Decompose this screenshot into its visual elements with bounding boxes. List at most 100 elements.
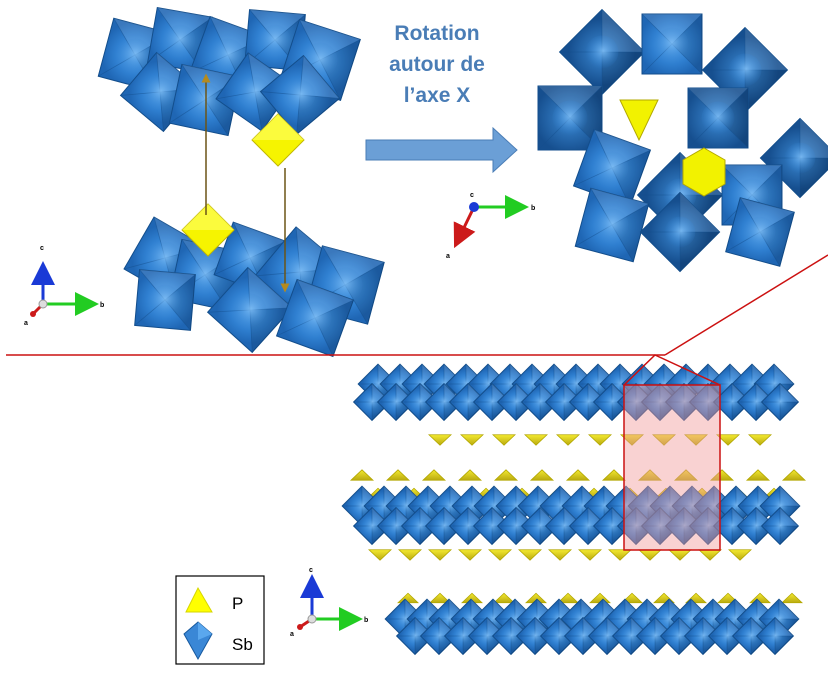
- p-tetrahedron: [588, 592, 612, 604]
- sb-octahedron: [496, 506, 536, 546]
- sb-octahedron: [731, 616, 771, 656]
- sb-octahedron: [755, 616, 795, 656]
- p-tetrahedron: [587, 434, 613, 446]
- p-tetrahedron: [577, 549, 603, 561]
- sb-octahedron: [558, 8, 646, 96]
- p-tetrahedron: [748, 592, 772, 604]
- p-tetrahedron: [780, 592, 804, 604]
- sb-octahedron: [134, 269, 196, 331]
- p-tetrahedron: [697, 549, 723, 561]
- top-right-structure: [537, 8, 828, 273]
- p-tetrahedron: [673, 469, 699, 481]
- p-tetrahedron: [491, 434, 517, 446]
- sb-octahedron: [568, 506, 608, 546]
- legend-item-sb: Sb: [183, 621, 253, 661]
- p-tetrahedron: [565, 469, 591, 481]
- sb-octahedron: [544, 506, 584, 546]
- axis-triad-top-right: b a c: [446, 192, 535, 260]
- p-tetrahedron: [601, 469, 627, 481]
- p-tetrahedron: [716, 592, 740, 604]
- axis-label-z: c: [470, 192, 474, 199]
- zoom-line: [664, 254, 828, 356]
- p-tetrahedron: [397, 549, 423, 561]
- p-tetrahedron: [492, 592, 516, 604]
- sb-octahedron: [616, 382, 656, 422]
- axis-triad-top-left: b c a: [24, 245, 104, 327]
- p-tetrahedron: [547, 549, 573, 561]
- p-tetrahedron: [607, 549, 633, 561]
- sb-octahedron: [495, 485, 537, 527]
- p-tetrahedron: [523, 434, 549, 446]
- p-tetrahedron: [385, 469, 411, 481]
- top-left-structure: [97, 6, 385, 358]
- sb-octahedron: [587, 616, 627, 656]
- sb-octahedron: [419, 616, 459, 656]
- axis-label-y: a: [446, 253, 450, 260]
- p-tetrahedron: [781, 469, 807, 481]
- triangle-icon: [185, 586, 213, 613]
- sb-octahedron: [568, 382, 608, 422]
- p-tetrahedron: [517, 549, 543, 561]
- sb-octahedron: [639, 191, 721, 273]
- p-tetrahedron: [487, 549, 513, 561]
- p-tetrahedron: [619, 434, 645, 446]
- axis-label-x: b: [531, 205, 535, 212]
- p-tetrahedron: [747, 434, 773, 446]
- sb-octahedron: [707, 616, 747, 656]
- p-tetrahedron: [349, 469, 375, 481]
- p-tetrahedron: [457, 469, 483, 481]
- bottom-structure: [341, 363, 807, 656]
- legend-label-p: P: [232, 594, 243, 613]
- sb-octahedron: [664, 506, 704, 546]
- sb-octahedron: [592, 506, 632, 546]
- sb-octahedron: [472, 506, 512, 546]
- rotation-arrow-icon: [365, 126, 518, 174]
- axis-label-z: a: [24, 320, 28, 327]
- p-tetrahedron: [745, 469, 771, 481]
- p-tetrahedron: [555, 434, 581, 446]
- sb-octahedron: [259, 54, 341, 136]
- sb-octahedron: [616, 506, 656, 546]
- sb-octahedron: [424, 506, 464, 546]
- p-tetrahedron: [427, 549, 453, 561]
- p-tetrahedron: [715, 434, 741, 446]
- sb-octahedron: [725, 197, 795, 267]
- p-tetrahedron: [620, 592, 644, 604]
- sb-octahedron: [448, 382, 488, 422]
- p-tetrahedron: [709, 469, 735, 481]
- p-tetrahedron: [459, 434, 485, 446]
- p-tetrahedron: [651, 434, 677, 446]
- caption-line-2: autour de: [389, 53, 485, 76]
- p-tetrahedron: [421, 469, 447, 481]
- p-tetrahedron: [727, 549, 753, 561]
- p-tetrahedron: [667, 549, 693, 561]
- sb-octahedron: [563, 616, 603, 656]
- p-tetrahedron: [428, 592, 452, 604]
- axis-label-z: a: [290, 631, 294, 638]
- sb-octahedron: [688, 382, 728, 422]
- sb-octahedron: [687, 87, 749, 149]
- p-tetrahedron: [493, 469, 519, 481]
- sb-octahedron: [760, 506, 800, 546]
- axis-label-y: c: [309, 567, 313, 574]
- sb-octahedron: [760, 382, 800, 422]
- p-tetrahedron: [637, 469, 663, 481]
- sb-octahedron: [736, 506, 776, 546]
- sb-octahedron: [574, 187, 650, 263]
- rotation-caption: Rotation autour de l’axe X: [372, 18, 502, 111]
- axis-triad-bottom: b c a: [290, 567, 368, 638]
- axis-label-x: b: [364, 617, 368, 624]
- caption-line-3: l’axe X: [403, 84, 471, 107]
- p-tetrahedron: [529, 469, 555, 481]
- sb-octahedron: [572, 128, 652, 208]
- legend-item-p: P: [185, 586, 243, 613]
- legend-label-sb: Sb: [232, 635, 253, 654]
- axis-label-x: b: [100, 302, 104, 309]
- p-tetrahedron: [427, 434, 453, 446]
- p-tetrahedron: [683, 434, 709, 446]
- sb-octahedron: [376, 506, 416, 546]
- p-tetrahedron: [367, 549, 393, 561]
- sb-octahedron: [275, 278, 355, 358]
